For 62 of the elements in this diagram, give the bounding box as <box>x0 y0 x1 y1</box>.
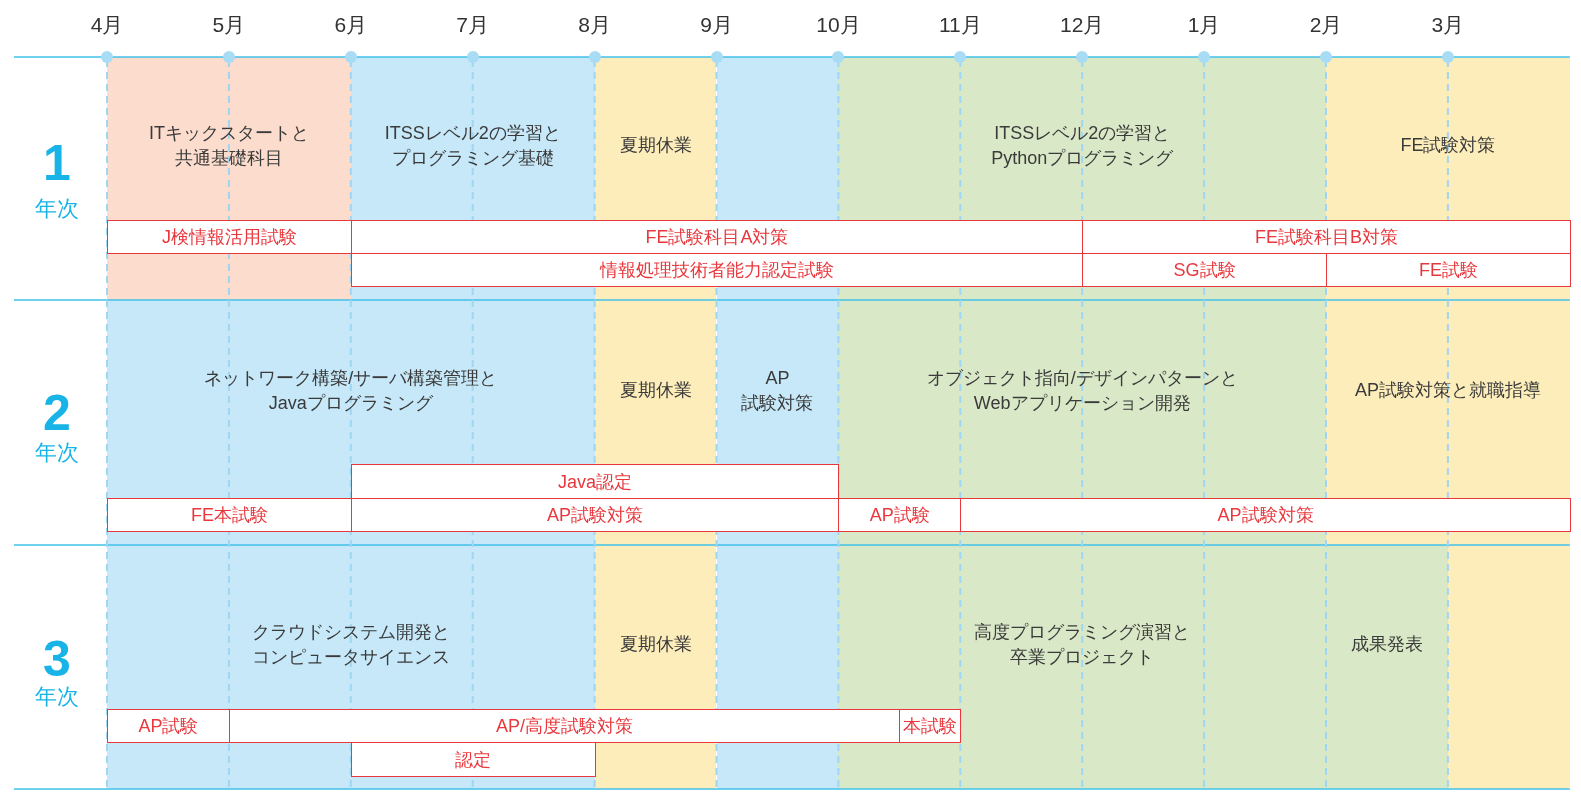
exam-bar: AP試験 <box>107 709 230 743</box>
month-label: 2月 <box>1309 12 1343 38</box>
exam-bar: AP試験対策 <box>960 498 1571 532</box>
year-number: 3 <box>43 634 71 684</box>
course-band <box>716 545 839 709</box>
month-label: 12月 <box>1060 12 1105 38</box>
course-band <box>107 545 595 709</box>
month-label: 4月 <box>90 12 124 38</box>
exam-bar: SG試験 <box>1082 253 1327 287</box>
course-label: 夏期休業 <box>619 379 692 403</box>
course-label: FE試験対策 <box>1400 134 1496 158</box>
month-label: 9月 <box>700 12 733 38</box>
course-band <box>838 300 1326 464</box>
exam-bar: 認定 <box>350 742 596 777</box>
month-label: 3月 <box>1431 12 1465 38</box>
course-band <box>107 57 351 220</box>
course-band <box>594 545 717 709</box>
course-band <box>594 300 717 464</box>
course-label: 高度プログラミング演習と卒業プロジェクト <box>974 620 1191 669</box>
exam-bar: FE試験 <box>1326 253 1571 287</box>
course-label: AP試験対策 <box>741 366 814 415</box>
course-band <box>1326 300 1570 464</box>
course-band <box>350 57 595 220</box>
month-label: 10月 <box>816 12 861 38</box>
year-number: 2 <box>43 388 71 438</box>
month-label: 6月 <box>334 12 368 38</box>
course-label: ネットワーク構築/サーバ構築管理とJavaプログラミング <box>204 366 498 415</box>
exam-bar: FE試験科目A対策 <box>350 220 1084 254</box>
month-label: 1月 <box>1187 12 1221 38</box>
month-label: 8月 <box>578 12 611 38</box>
course-band <box>107 300 595 464</box>
course-label: ITキックスタートと共通基礎科目 <box>148 121 309 170</box>
course-band <box>1447 545 1570 709</box>
course-label: クラウドシステム開発とコンピュータサイエンス <box>251 620 450 669</box>
course-label: AP試験対策と就職指導 <box>1354 379 1541 403</box>
course-band <box>838 57 1326 220</box>
course-label: オブジェクト指向/デザインパターンとWebアプリケーション開発 <box>926 366 1238 415</box>
exam-bar: FE本試験 <box>107 498 352 532</box>
year-label: 年次 <box>35 439 79 467</box>
year-label: 年次 <box>35 195 79 223</box>
exam-bar: 本試験 <box>899 709 962 743</box>
course-label: ITSSレベル2の学習とPythonプログラミング <box>991 121 1174 170</box>
exam-bar: FE試験科目B対策 <box>1082 220 1571 254</box>
month-label: 7月 <box>456 12 490 38</box>
exam-bar: J検情報活用試験 <box>107 220 352 254</box>
month-label: 11月 <box>938 12 982 38</box>
course-label: 夏期休業 <box>619 633 692 657</box>
course-band <box>716 57 839 220</box>
year-label: 年次 <box>35 683 79 711</box>
course-label: 夏期休業 <box>619 134 692 158</box>
course-band <box>594 57 717 220</box>
exam-bar: 情報処理技術者能力認定試験 <box>350 253 1084 287</box>
exam-bar: AP/高度試験対策 <box>228 709 901 743</box>
course-label: ITSSレベル2の学習とプログラミング基礎 <box>384 121 561 170</box>
year-number: 1 <box>43 138 71 188</box>
course-label: 成果発表 <box>1350 633 1423 657</box>
course-band <box>1326 57 1570 220</box>
exam-bar: AP試験 <box>838 498 962 532</box>
exam-bar: Java認定 <box>350 464 840 499</box>
month-label: 5月 <box>212 12 246 38</box>
course-band <box>838 545 1448 709</box>
course-band <box>716 300 839 464</box>
